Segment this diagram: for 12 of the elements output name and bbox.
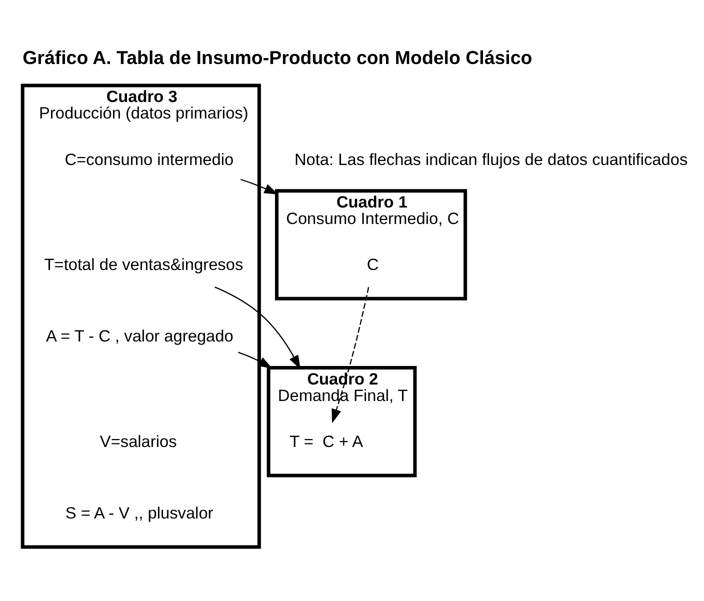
node-text: C (366, 256, 379, 274)
label: Nota: Las flechas indican flujos de datos cuantificados (294, 150, 688, 168)
diagram-title: Gráfico A. Tabla de Insumo-Producto con Modelo Clásico (22, 46, 532, 68)
arrow (238, 351, 272, 368)
arrow (332, 286, 370, 423)
node-text: C=consumo intermedio (64, 150, 234, 168)
node-text: S = A - V ,, plusvalor (65, 504, 214, 522)
arrow (214, 286, 300, 369)
node-text: T=total de ventas&ingresos (44, 256, 244, 274)
node-text: T = C + A (290, 432, 364, 451)
node-text: A = T - C , valor agregado (46, 327, 234, 346)
node-text: V=salarios (100, 432, 177, 451)
